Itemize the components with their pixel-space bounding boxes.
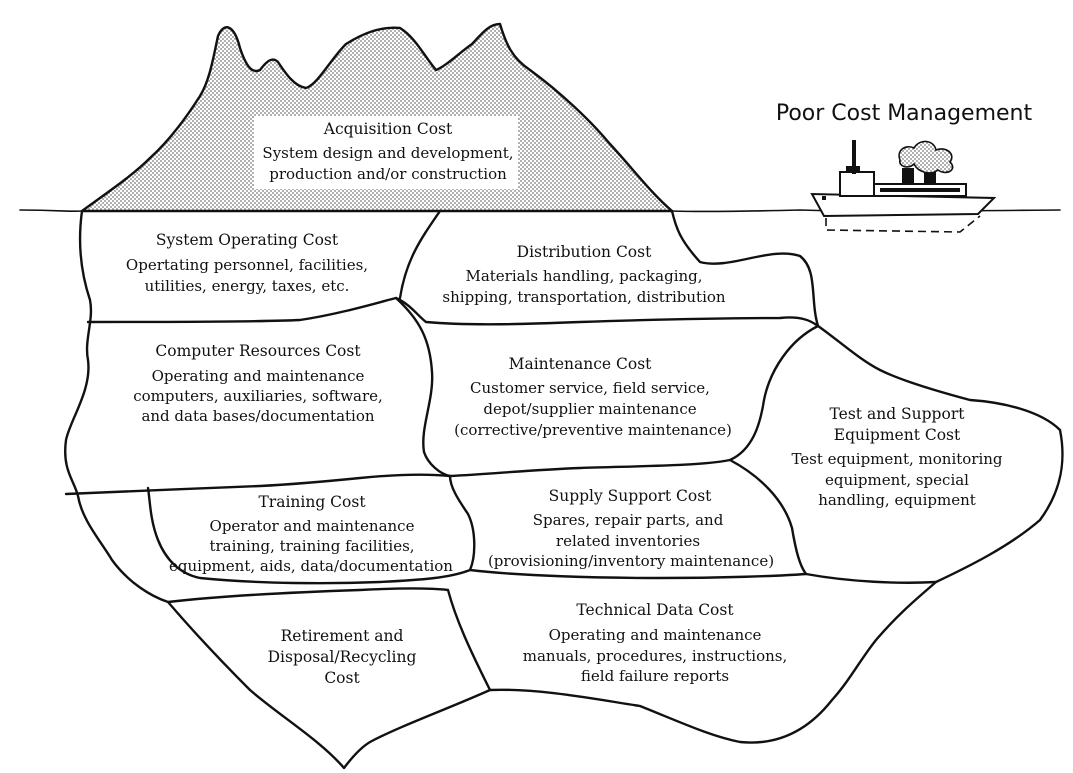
test-support-title-2: Equipment Cost (834, 426, 961, 444)
ship-icon (810, 140, 997, 233)
acquisition-line-1: System design and development, (262, 144, 513, 162)
computer-resources-title: Computer Resources Cost (155, 342, 361, 360)
boundary-6 (146, 474, 476, 585)
distribution-title: Distribution Cost (517, 243, 652, 261)
supply-support-line-2: related inventories (556, 532, 700, 550)
boundary-8 (166, 587, 492, 692)
system-operating-line-1: Opertating personnel, facilities, (126, 256, 368, 274)
distribution-line-2: shipping, transportation, distribution (442, 288, 725, 306)
technical-data-line-3: field failure reports (581, 667, 729, 685)
system-operating-line-2: utilities, energy, taxes, etc. (145, 277, 350, 295)
computer-resources-line-1: Operating and maintenance (152, 367, 365, 385)
boundary-2 (398, 209, 442, 300)
supply-support-title: Supply Support Cost (549, 487, 713, 505)
training-line-2: training, training facilities, (209, 537, 414, 555)
computer-resources-line-2: computers, auxiliaries, software, (133, 387, 383, 405)
acquisition-title: Acquisition Cost (323, 120, 453, 138)
training-title: Training Cost (258, 493, 366, 511)
maintenance-title: Maintenance Cost (509, 355, 653, 373)
technical-data-line-2: manuals, procedures, instructions, (523, 647, 788, 665)
test-support-title: Test and Support (830, 405, 966, 423)
system-operating-title: System Operating Cost (156, 231, 339, 249)
boundary-7 (468, 568, 808, 580)
test-support-line-1: Test equipment, monitoring (791, 450, 1002, 468)
computer-resources-line-3: and data bases/documentation (141, 407, 374, 425)
diagram-title: Poor Cost Management (776, 101, 1033, 126)
technical-data-title: Technical Data Cost (576, 601, 734, 619)
retirement-title-3: Cost (324, 669, 360, 687)
retirement-title-2: Disposal/Recycling (268, 648, 417, 666)
training-line-3: equipment, aids, data/documentation (169, 557, 453, 575)
retirement-title: Retirement and (281, 627, 404, 645)
boundary-4 (64, 324, 820, 496)
maintenance-line-2: depot/supplier maintenance (483, 400, 696, 418)
technical-data-line-1: Operating and maintenance (549, 626, 762, 644)
boundary-1 (86, 296, 820, 328)
iceberg-body (64, 209, 1064, 770)
distribution-line-1: Materials handling, packaging, (465, 267, 702, 285)
training-line-1: Operator and maintenance (210, 517, 415, 535)
supply-support-line-1: Spares, repair parts, and (533, 511, 724, 529)
maintenance-line-3: (corrective/preventive maintenance) (454, 421, 732, 439)
boundary-3 (394, 296, 452, 478)
test-support-line-3: handling, equipment (818, 491, 976, 509)
acquisition-label-bg (254, 116, 518, 189)
supply-support-line-3: (provisioning/inventory maintenance) (488, 552, 774, 570)
boundary-5 (728, 458, 938, 584)
maintenance-line-1: Customer service, field service, (470, 379, 710, 397)
acquisition-line-2: production and/or construction (269, 165, 507, 183)
test-support-line-2: equipment, special (825, 471, 969, 489)
